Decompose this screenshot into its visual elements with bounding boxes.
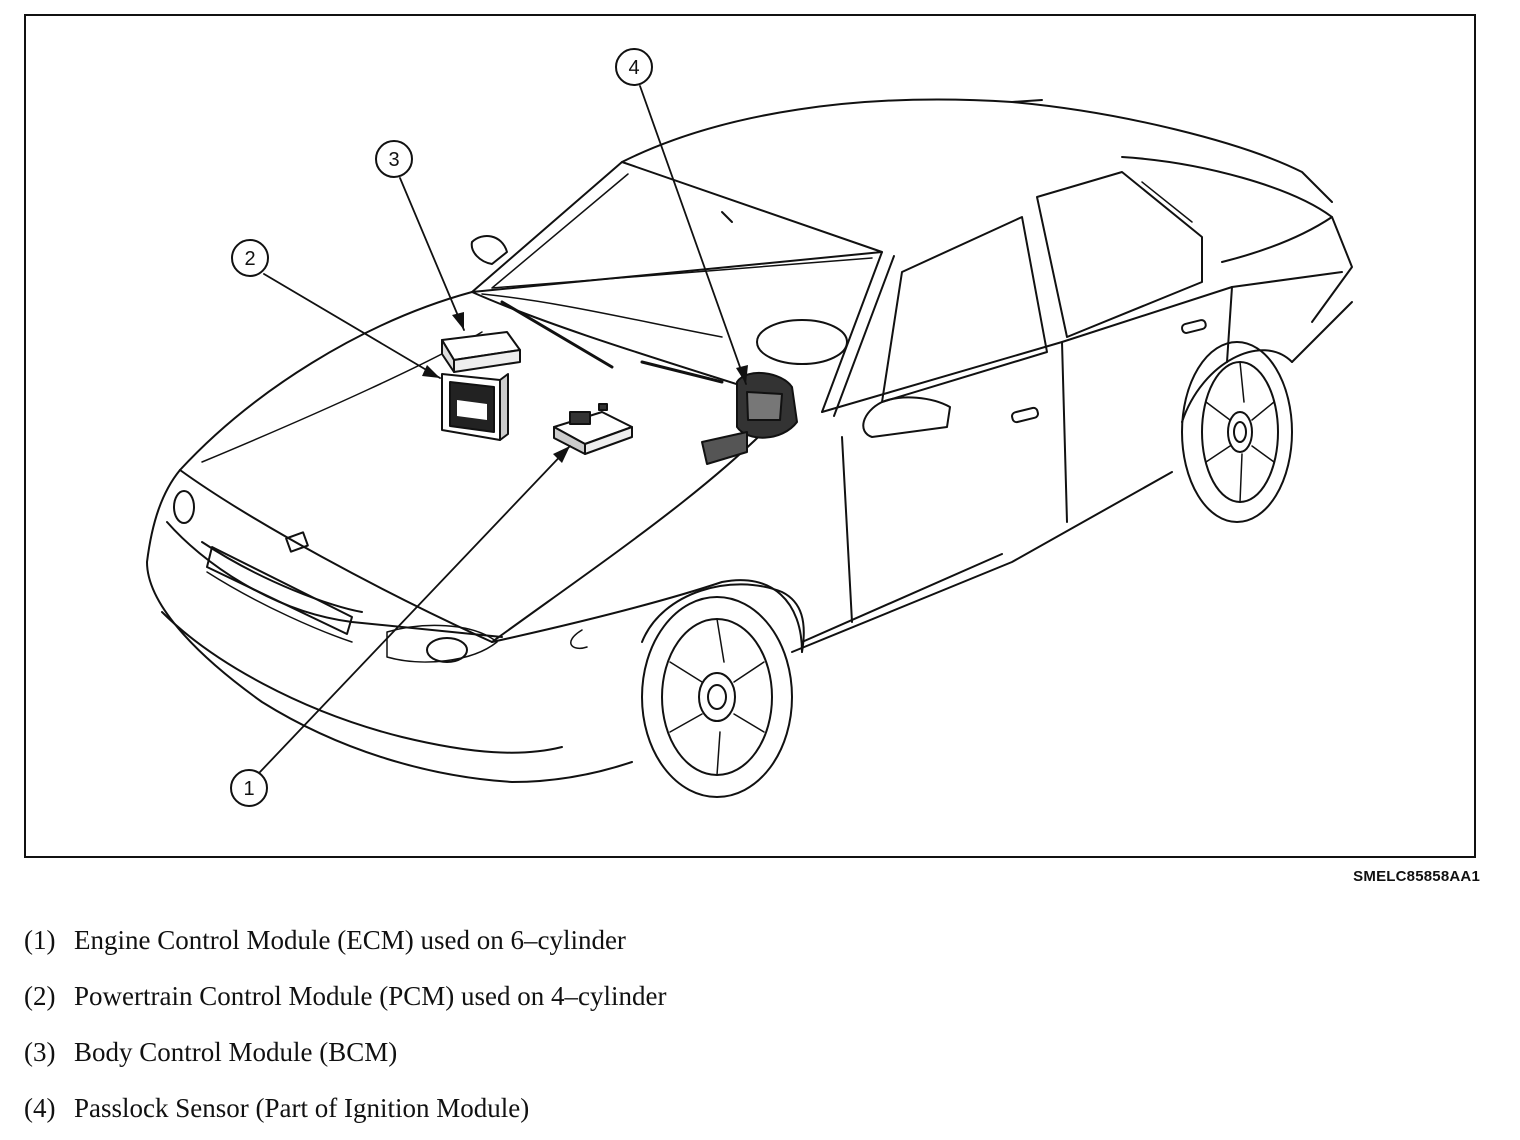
rear-wheel — [1181, 341, 1293, 523]
legend-item-number: (3) — [24, 1036, 56, 1067]
legend-item-number: (2) — [24, 980, 56, 1011]
front-wheel — [641, 596, 793, 798]
callout-4-label: 4 — [628, 57, 639, 79]
callout-3-label: 3 — [388, 149, 399, 171]
legend-item: (1) Engine Control Module (ECM) used on … — [24, 912, 1224, 968]
callout-1: 1 — [230, 769, 268, 807]
legend-item-text: Body Control Module (BCM) — [74, 1036, 398, 1067]
leader-3 — [399, 177, 465, 331]
diagram-frame: 1 2 3 4 — [24, 14, 1476, 858]
legend-item-text: Engine Control Module (ECM) used on 6–cy… — [74, 924, 626, 955]
leader-4 — [639, 85, 747, 385]
legend-item: (2) Powertrain Control Module (PCM) used… — [24, 968, 1224, 1024]
ecm-module — [553, 403, 633, 455]
ignition-module — [701, 371, 798, 465]
leader-2 — [263, 273, 441, 379]
car-body — [146, 98, 1353, 783]
legend-item-number: (1) — [24, 924, 56, 955]
bcm-module — [441, 331, 521, 373]
callout-1-label: 1 — [243, 778, 254, 800]
callout-3: 3 — [375, 140, 413, 178]
figure-id: SMELC85858AA1 — [1353, 868, 1480, 885]
legend-item-text: Passlock Sensor (Part of Ignition Module… — [74, 1092, 530, 1123]
legend-item: (3) Body Control Module (BCM) — [24, 1024, 1224, 1080]
leader-1 — [259, 445, 571, 773]
legend-item-number: (4) — [24, 1092, 56, 1123]
callout-2-label: 2 — [244, 248, 255, 270]
arrowheads — [422, 312, 748, 463]
pcm-module — [441, 373, 509, 441]
leader-lines — [259, 85, 747, 773]
legend-item-text: Powertrain Control Module (PCM) used on … — [74, 980, 667, 1011]
arrowhead-2 — [422, 365, 440, 378]
legend: (1) Engine Control Module (ECM) used on … — [24, 912, 1224, 1136]
callout-2: 2 — [231, 239, 269, 277]
car-illustration: 1 2 3 4 — [146, 48, 1353, 807]
arrowhead-3 — [452, 312, 464, 330]
arrowhead-1 — [553, 446, 570, 463]
arrowhead-4 — [736, 365, 748, 384]
legend-item: (4) Passlock Sensor (Part of Ignition Mo… — [24, 1080, 1224, 1136]
callout-4: 4 — [615, 48, 653, 86]
